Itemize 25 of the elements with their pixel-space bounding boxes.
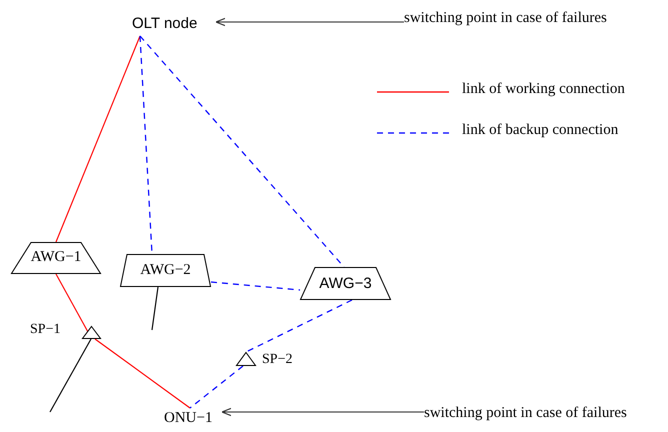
- fiber-line: [50, 338, 92, 412]
- legend-label: link of working connection: [462, 81, 625, 98]
- link-line: [94, 338, 190, 408]
- node-label: AWG−2: [139, 262, 192, 278]
- legend-label: link of backup connection: [462, 122, 618, 139]
- awg-trapezoid: [300, 267, 391, 300]
- node-label: switching point in case of failures: [424, 402, 664, 424]
- link-line: [140, 36, 344, 268]
- awg-trapezoid: [11, 242, 101, 274]
- node-label: switching point in case of failures: [404, 7, 662, 29]
- link-line: [190, 366, 244, 408]
- link-line: [56, 36, 140, 242]
- node-label: AWG−3: [318, 274, 373, 292]
- node-label: SP−2: [262, 352, 292, 368]
- fiber-line: [151, 286, 159, 330]
- arrow: [215, 18, 404, 26]
- link-line: [56, 274, 88, 332]
- awg-trapezoid: [120, 254, 211, 287]
- arrow: [221, 408, 424, 416]
- node-label: SP−1: [30, 322, 60, 338]
- link-line: [210, 281, 300, 291]
- node-label: ONU−1: [164, 408, 222, 428]
- node-label: AWG−1: [30, 249, 82, 266]
- node-label: OLT node: [132, 12, 216, 36]
- link-line: [246, 299, 352, 353]
